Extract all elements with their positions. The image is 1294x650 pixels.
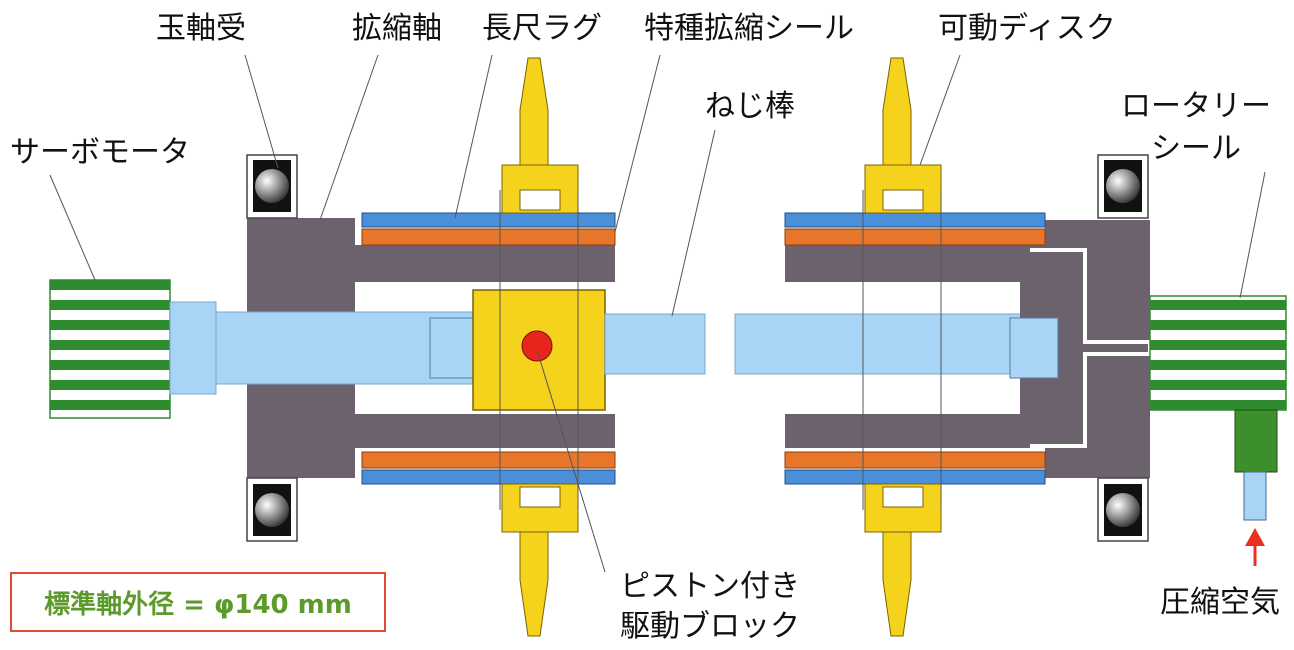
label-piston-block-line2: 駆動ブロック (620, 609, 800, 644)
leader-rotary-seal (1239, 171, 1266, 299)
label-servo-motor: サーボモータ (10, 135, 190, 170)
piston (521, 330, 553, 362)
label-special-seal: 特種拡縮シール (644, 11, 854, 46)
air-arrow-icon (1245, 528, 1265, 566)
motor-coupling (169, 301, 217, 395)
label-rotary-seal-line2: シール (1151, 131, 1241, 166)
label-screw-rod: ねじ棒 (705, 89, 795, 124)
seal-blue-right-bottom (784, 469, 1046, 485)
seal-orange-left-top (361, 228, 616, 246)
servo-motor (49, 279, 171, 419)
spec-text: 標準軸外径 = φ140 mm (44, 589, 352, 620)
ball-bearing-left-bottom (246, 477, 298, 542)
long-lug-right-bottom (864, 483, 942, 637)
seal-orange-right-bottom (784, 451, 1046, 469)
seal-blue-right-top (784, 212, 1046, 228)
left-shaft-body (247, 218, 615, 478)
label-long-lug: 長尺ラグ (482, 11, 602, 46)
seal-blue-left-top (361, 212, 616, 228)
label-rotary-seal-line1: ロータリー (1121, 89, 1271, 124)
leader-screw-rod (671, 129, 716, 317)
air-fitting (1234, 409, 1278, 473)
drive-shaft-inner (429, 317, 479, 379)
ball-bearing-right-top (1097, 154, 1149, 219)
spec-box: 標準軸外径 = φ140 mm (10, 572, 386, 632)
seal-blue-left-bottom (361, 469, 616, 485)
ball-bearing-right-bottom (1097, 477, 1149, 542)
long-lug-left-bottom (501, 483, 579, 637)
screw-rod-end (1009, 317, 1059, 379)
seal-orange-right-top (784, 228, 1046, 246)
leader-piston-block (536, 349, 606, 573)
long-lug-left-top (501, 57, 579, 214)
leader-movable-disc (919, 54, 961, 166)
screw-rod-right (734, 313, 1056, 375)
label-movable-disc: 可動ディスク (938, 11, 1116, 46)
ball-bearing-left-top (246, 154, 298, 219)
label-expansion-shaft: 拡縮軸 (352, 11, 442, 46)
air-hose (1243, 471, 1267, 521)
label-ball-bearing: 玉軸受 (156, 11, 246, 46)
rotary-seal (1149, 295, 1287, 411)
leader-expansion-shaft (319, 54, 379, 221)
label-compressed-air: 圧縮空気 (1160, 585, 1280, 620)
leader-long-lug (454, 54, 493, 219)
long-lug-right-top (864, 57, 942, 214)
label-piston-block-line1: ピストン付き (620, 569, 800, 604)
leader-servo-motor (49, 174, 96, 281)
leader-ball-bearing (244, 54, 279, 169)
seal-orange-left-bottom (361, 451, 616, 469)
leader-special-seal (614, 54, 661, 233)
screw-rod-left (604, 313, 706, 375)
right-shaft-body (785, 220, 1150, 478)
